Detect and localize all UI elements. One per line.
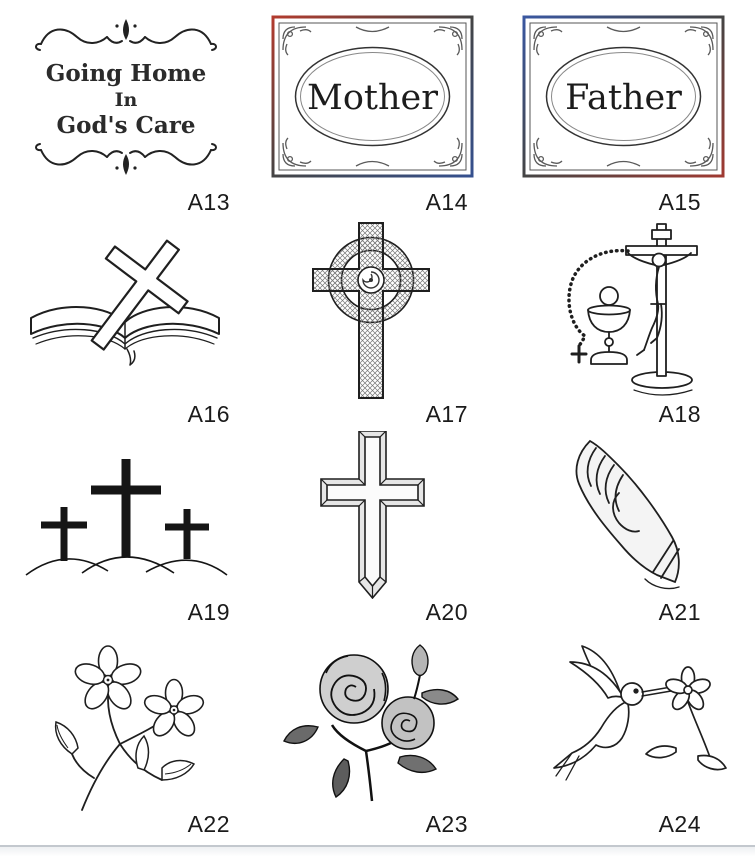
- catalog-cell-a13: Going Home In God's Care A13: [0, 4, 252, 219]
- crucifix-svg: [567, 222, 698, 396]
- celtic-cross-svg: [311, 221, 430, 399]
- catalog-cell-a14: Mother A14: [252, 4, 492, 219]
- hummingbird-flower-icon: [492, 629, 755, 811]
- page-bottom-rule: [0, 845, 755, 863]
- item-code-a17: A17: [425, 401, 468, 427]
- item-code-a16: A16: [187, 401, 230, 427]
- father-ornate-frame-icon: Father: [492, 4, 755, 189]
- father-label: Father: [565, 78, 682, 118]
- going-home-line-2: In: [115, 89, 138, 111]
- bible-cross-svg: [29, 239, 220, 366]
- going-home-script-icon: Going Home In God's Care: [0, 4, 252, 189]
- catalog-cell-a21: A21: [492, 431, 755, 629]
- item-code-a21: A21: [658, 599, 701, 625]
- dogwood-svg: [54, 644, 206, 811]
- celtic-cross-icon: [252, 219, 492, 401]
- catalog-cell-a16: A16: [0, 219, 252, 431]
- roses-svg: [282, 644, 459, 802]
- going-home-svg: Going Home In God's Care: [35, 18, 217, 175]
- item-code-a18: A18: [658, 401, 701, 427]
- open-bible-with-cross-icon: [0, 219, 252, 401]
- catalog-cell-a19: A19: [0, 431, 252, 629]
- roses-icon: [252, 629, 492, 811]
- beveled-cross-svg: [319, 431, 425, 599]
- mother-label: Mother: [307, 78, 438, 118]
- catalog-cell-a17: A17: [252, 219, 492, 431]
- hummingbird-svg: [553, 645, 727, 781]
- going-home-line-3: God's Care: [56, 112, 195, 139]
- going-home-line-1: Going Home: [46, 60, 207, 87]
- item-code-a22: A22: [187, 811, 230, 837]
- catalog-cell-a20: A20: [252, 431, 492, 629]
- mother-frame-svg: Mother: [271, 15, 473, 178]
- praying-hands-svg: [575, 439, 680, 590]
- beveled-cross-icon: [252, 431, 492, 599]
- item-code-a13: A13: [187, 189, 230, 215]
- catalog-cell-a22: A22: [0, 629, 252, 841]
- item-code-a15: A15: [658, 189, 701, 215]
- three-crosses-hill-icon: [0, 431, 252, 599]
- item-code-a20: A20: [425, 599, 468, 625]
- dogwood-blossoms-icon: [0, 629, 252, 811]
- catalog-cell-a15: Father A15: [492, 4, 755, 219]
- three-crosses-svg: [25, 459, 227, 576]
- catalog-cell-a23: A23: [252, 629, 492, 841]
- item-code-a19: A19: [187, 599, 230, 625]
- design-grid: Going Home In God's Care A13: [0, 4, 755, 841]
- crucifix-chalice-rosary-icon: [492, 219, 755, 401]
- praying-hands-icon: [492, 431, 755, 599]
- mother-ornate-frame-icon: Mother: [252, 4, 492, 189]
- father-frame-svg: Father: [522, 15, 725, 178]
- catalog-cell-a18: A18: [492, 219, 755, 431]
- catalog-cell-a24: A24: [492, 629, 755, 841]
- item-code-a14: A14: [425, 189, 468, 215]
- item-code-a23: A23: [425, 811, 468, 837]
- item-code-a24: A24: [658, 811, 701, 837]
